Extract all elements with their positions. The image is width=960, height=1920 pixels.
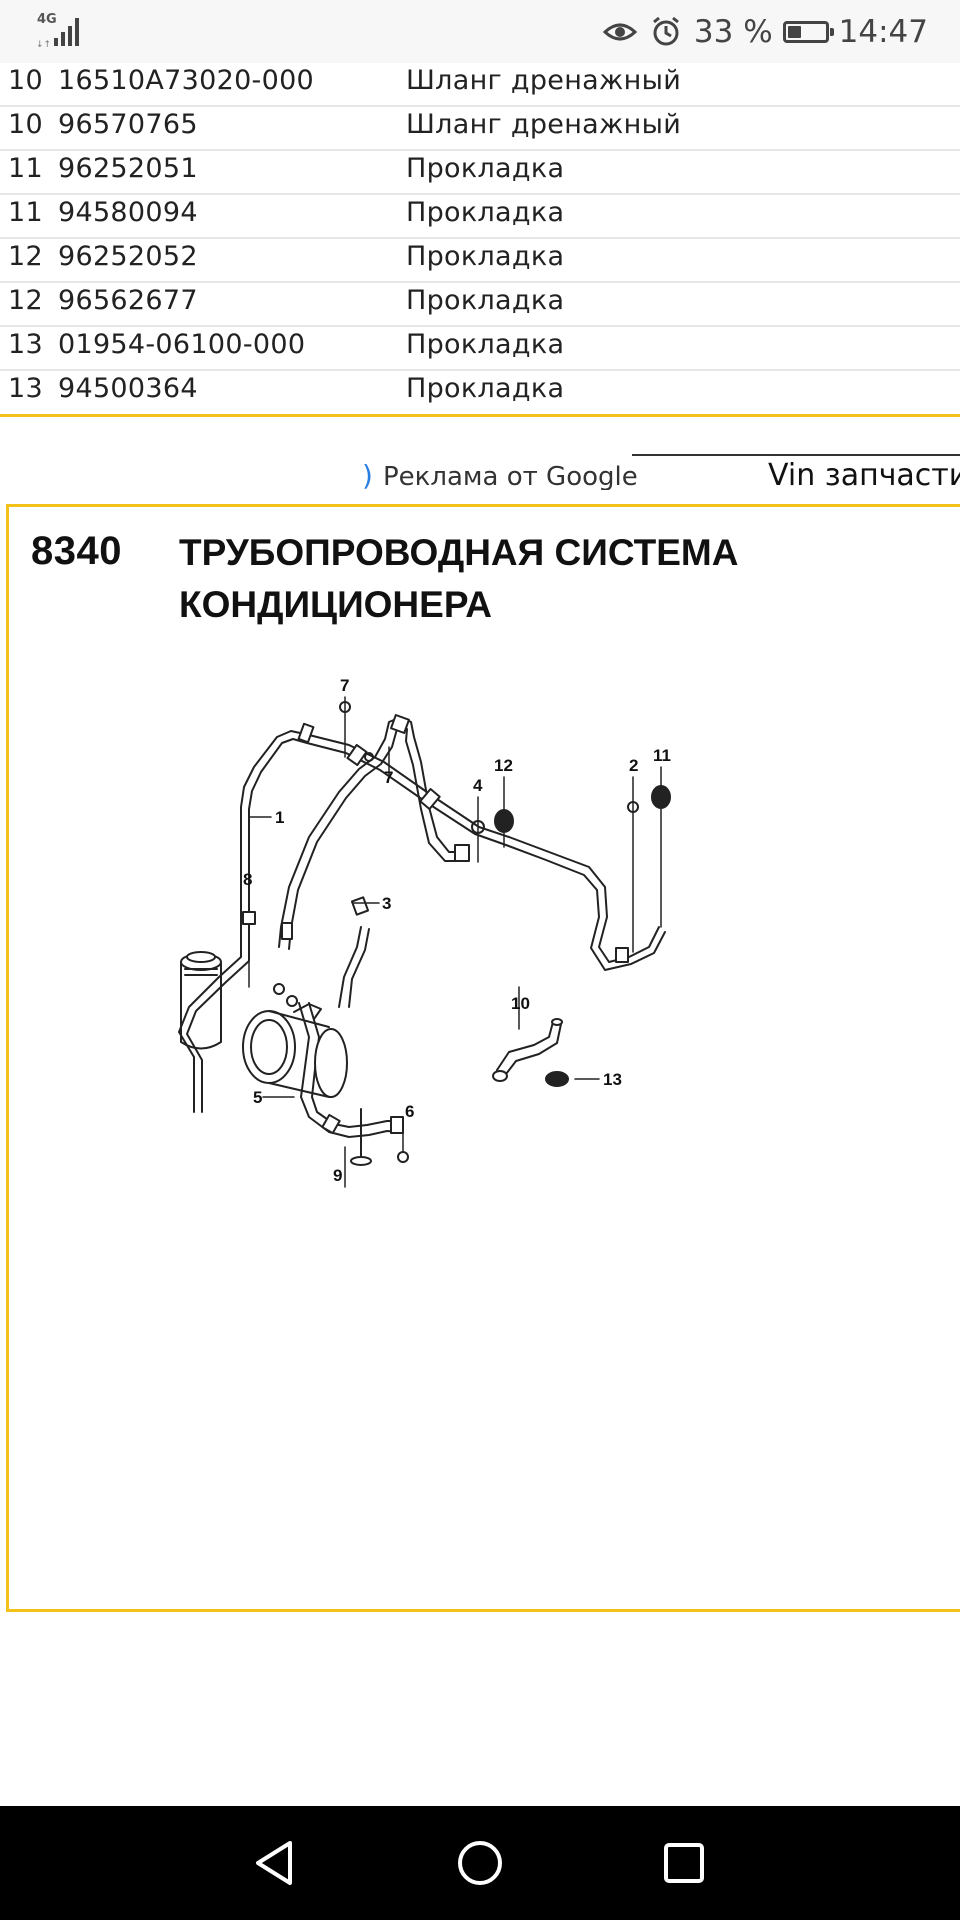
table-row[interactable]: 10 16510A73020-000 Шланг дренажный	[0, 63, 960, 107]
bolts	[242, 911, 372, 1166]
part-name-cell: Шланг дренажный	[406, 65, 682, 96]
network-type: 4G	[37, 12, 57, 27]
callout-7a: 7	[340, 676, 349, 695]
part-code-cell: 96252052	[58, 241, 198, 272]
part-number-cell: 11	[8, 197, 43, 228]
ad-label[interactable]: Реклама от Google	[383, 462, 638, 490]
svg-text:↓↑: ↓↑	[36, 40, 51, 48]
part-name-cell: Прокладка	[406, 285, 565, 316]
part-name-cell: Прокладка	[406, 241, 565, 272]
diagram-title: ТРУБОПРОВОДНАЯ СИСТЕМА КОНДИЦИОНЕРА	[179, 527, 738, 631]
battery-icon	[782, 20, 834, 43]
table-row[interactable]: 11 96252051 Прокладка	[0, 151, 960, 195]
part-code-cell: 94500364	[58, 373, 198, 404]
status-bar: 4G ↓↑ 33 % 14:47	[0, 0, 960, 63]
diagram-title-line2: КОНДИЦИОНЕРА	[179, 584, 492, 625]
recents-icon	[664, 1843, 704, 1883]
diagram-drawing: 1 2 3 4 5 6 7 7 8 9 10 11 12 13	[178, 676, 671, 1188]
callout-12: 12	[494, 756, 513, 775]
pipe-5	[298, 926, 402, 1138]
part-number-cell: 13	[8, 373, 43, 404]
ad-link[interactable]: Vin запчасти	[768, 458, 960, 490]
part-code-cell: 94580094	[58, 197, 198, 228]
back-icon	[256, 1841, 292, 1885]
orings	[273, 701, 639, 1163]
status-right-group: 33 % 14:47	[602, 0, 928, 63]
part-code-cell: 01954-06100-000	[58, 329, 306, 360]
callout-5: 5	[253, 1088, 262, 1107]
receiver-drier	[180, 951, 222, 1050]
part-number-cell: 12	[8, 241, 43, 272]
part-code-cell: 16510A73020-000	[58, 65, 315, 96]
callouts: 1 2 3 4 5 6 7 7 8 9 10 11 12 13	[243, 676, 671, 1185]
part-number-cell: 10	[8, 65, 43, 96]
diagram-title-line1: ТРУБОПРОВОДНАЯ СИСТЕМА	[179, 532, 739, 573]
navigation-bar	[0, 1806, 960, 1920]
callout-4: 4	[473, 776, 483, 795]
callout-13: 13	[603, 1070, 622, 1089]
table-row[interactable]: 12 96562677 Прокладка	[0, 283, 960, 327]
table-row[interactable]: 12 96252052 Прокладка	[0, 239, 960, 283]
compressor	[242, 1003, 348, 1098]
part-number-cell: 11	[8, 153, 43, 184]
callout-2: 2	[629, 756, 638, 775]
callout-9: 9	[333, 1166, 342, 1185]
back-button[interactable]	[219, 1806, 329, 1920]
callout-11: 11	[653, 746, 671, 765]
part-number-cell: 12	[8, 285, 43, 316]
table-row[interactable]: 13 01954-06100-000 Прокладка	[0, 327, 960, 371]
pipe-3	[278, 716, 462, 950]
part-name-cell: Шланг дренажный	[406, 109, 682, 140]
callout-7b: 7	[384, 768, 393, 787]
clock: 14:47	[838, 13, 928, 50]
callout-8: 8	[243, 870, 252, 889]
seal-13	[545, 1071, 569, 1087]
callout-10: 10	[511, 994, 530, 1013]
eye-icon	[602, 14, 638, 50]
part-code-cell: 96570765	[58, 109, 198, 140]
home-icon	[458, 1841, 502, 1885]
part-number-cell: 13	[8, 329, 43, 360]
drain-hose-10	[492, 1018, 563, 1082]
part-name-cell: Прокладка	[406, 197, 565, 228]
part-name-cell: Прокладка	[406, 153, 565, 184]
diagram-code: 8340	[31, 529, 122, 573]
seal-12	[494, 809, 514, 833]
part-name-cell: Прокладка	[406, 373, 565, 404]
leader-lines	[248, 696, 662, 1188]
part-code-cell: 96252051	[58, 153, 198, 184]
part-name-cell: Прокладка	[406, 329, 565, 360]
part-code-cell: 96562677	[58, 285, 198, 316]
ad-bar[interactable]: ) Реклама от Google Vin запчасти	[0, 448, 960, 490]
ad-choices-icon[interactable]: )	[362, 459, 373, 490]
table-row[interactable]: 13 94500364 Прокладка	[0, 371, 960, 417]
alarm-icon	[648, 14, 684, 50]
callout-6: 6	[405, 1102, 414, 1121]
home-button[interactable]	[425, 1806, 535, 1920]
table-row[interactable]: 10 96570765 Шланг дренажный	[0, 107, 960, 151]
table-row[interactable]: 11 94580094 Прокладка	[0, 195, 960, 239]
fittings	[281, 714, 629, 1135]
parts-diagram[interactable]: 8340 ТРУБОПРОВОДНАЯ СИСТЕМА КОНДИЦИОНЕРА	[6, 504, 960, 1612]
part-number-cell: 10	[8, 109, 43, 140]
callout-3: 3	[382, 894, 391, 913]
recents-button[interactable]	[629, 1806, 739, 1920]
seal-11	[651, 785, 671, 809]
signal-icon: ↓↑	[36, 18, 79, 48]
callout-1: 1	[275, 808, 284, 827]
battery-percent: 33 %	[693, 13, 773, 50]
ad-divider	[632, 454, 960, 456]
